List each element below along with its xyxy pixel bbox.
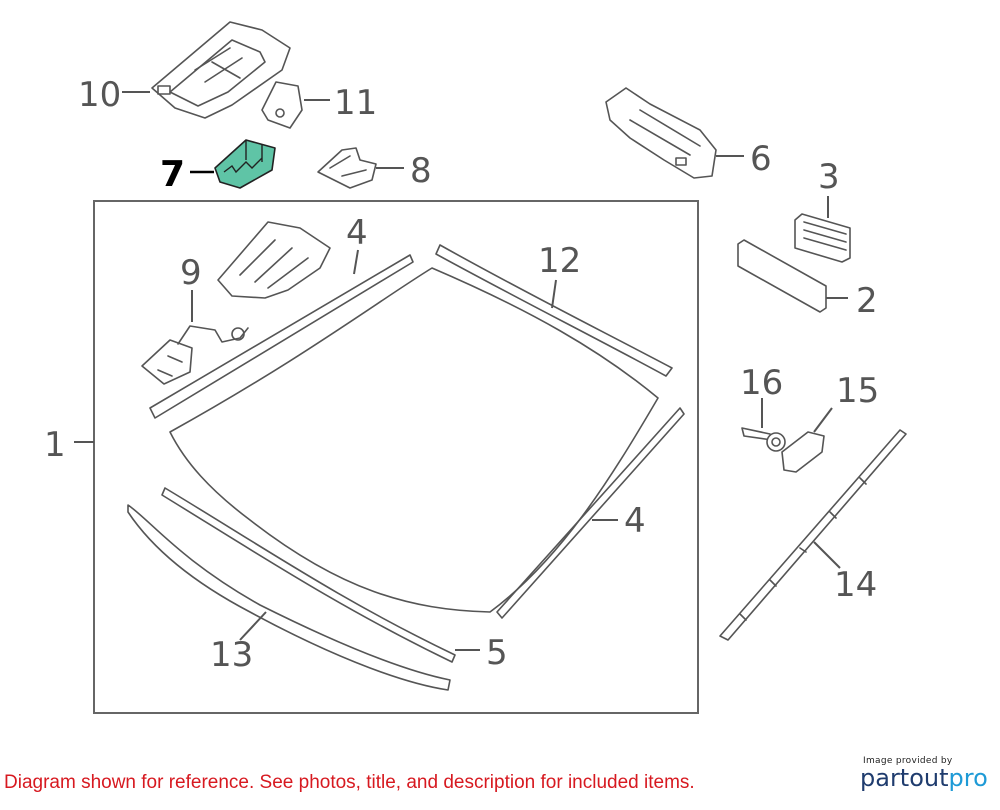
callout-14: 14	[834, 565, 877, 605]
callout-1: 1	[44, 425, 66, 465]
brand-name-part2: pro	[948, 764, 988, 792]
leader-12	[551, 279, 557, 309]
part-8-clip	[317, 147, 377, 189]
part-15-clip	[781, 431, 825, 473]
callout-15: 15	[836, 371, 879, 411]
callout-8: 8	[410, 151, 432, 191]
part-14-side-molding	[719, 429, 907, 641]
brand-logo: partoutpro	[860, 764, 988, 792]
callout-16: 16	[740, 363, 783, 403]
part-4-lower-molding	[496, 407, 685, 619]
part-1-windshield	[169, 267, 659, 613]
leader-14	[813, 541, 841, 569]
callout-11: 11	[334, 83, 377, 123]
part-4-upper-molding	[149, 254, 414, 419]
callout-3: 3	[818, 157, 840, 197]
brand-provided-by: Image provided by	[863, 756, 953, 766]
part-2-trim	[737, 239, 827, 313]
part-6-mirror	[605, 87, 717, 179]
assembly-frame	[93, 200, 699, 714]
leader-13	[239, 611, 267, 641]
callout-6: 6	[750, 139, 772, 179]
callout-4-upper: 4	[346, 213, 368, 253]
part-3-cover	[794, 213, 851, 263]
sensor-cover	[217, 221, 331, 299]
part-16-bolt	[741, 427, 786, 452]
leader-4a	[353, 249, 359, 275]
part-7-highlighted-bracket	[214, 139, 276, 189]
callout-9: 9	[180, 253, 202, 293]
part-10-overhead-console	[151, 21, 291, 119]
part-9-sensor-bracket	[141, 325, 249, 385]
part-12-upper-trim	[435, 244, 673, 377]
callout-5: 5	[486, 633, 508, 673]
callout-7: 7	[160, 154, 185, 195]
part-11-bracket	[261, 81, 303, 129]
brand-name-part1: partout	[860, 764, 949, 792]
callout-10: 10	[78, 75, 121, 115]
callout-2: 2	[856, 281, 878, 321]
reference-disclaimer: Diagram shown for reference. See photos,…	[4, 772, 695, 793]
leader-15	[813, 407, 833, 433]
callout-13: 13	[210, 635, 253, 675]
callout-12: 12	[538, 241, 581, 281]
callout-4-lower: 4	[624, 501, 646, 541]
part-5-lower-seal	[161, 487, 456, 663]
part-13-cowl-strip	[127, 504, 451, 691]
